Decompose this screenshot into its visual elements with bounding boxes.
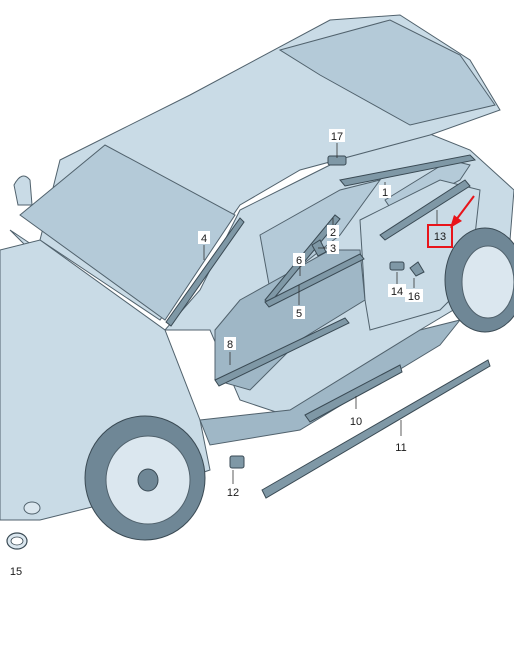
fog-light — [23, 501, 41, 515]
callout-labels: 17 1 2 3 4 6 5 8 10 11 12 13 14 16 15 — [7, 129, 446, 578]
windshield — [19, 144, 236, 321]
sunroof — [278, 19, 496, 126]
part-13-trim — [379, 179, 471, 241]
car-body — [0, 14, 514, 521]
part-4-trim — [165, 217, 245, 327]
part-11-sill-trim — [261, 359, 491, 499]
callout-17: 17 — [331, 131, 343, 143]
callout-10: 10 — [350, 416, 362, 428]
part-10-sill-trim — [304, 364, 403, 423]
callout-1: 1 — [382, 187, 388, 199]
callout-11: 11 — [395, 442, 406, 454]
callout-5: 5 — [296, 308, 302, 320]
callout-6: 6 — [296, 255, 302, 267]
highlight-box — [427, 224, 453, 248]
part-8-trim — [214, 317, 350, 387]
mirror — [13, 175, 33, 206]
front-wheel — [84, 415, 206, 541]
part-15-bezel — [6, 532, 28, 550]
callout-4: 4 — [201, 233, 207, 245]
part-14-clip — [389, 261, 405, 271]
callout-15: 15 — [10, 566, 22, 578]
callout-8: 8 — [227, 339, 233, 351]
part-12-clip — [229, 455, 245, 469]
callout-14: 14 — [391, 286, 403, 298]
callout-3: 3 — [330, 243, 336, 255]
callout-13: 13 — [434, 231, 446, 243]
callout-12: 12 — [227, 487, 239, 499]
part-6-trim — [264, 253, 365, 308]
rear-wheel — [444, 227, 514, 333]
part-16-clip — [409, 261, 425, 277]
part-1-trim — [339, 154, 477, 187]
callout-2: 2 — [330, 227, 336, 239]
callout-16: 16 — [408, 291, 420, 303]
